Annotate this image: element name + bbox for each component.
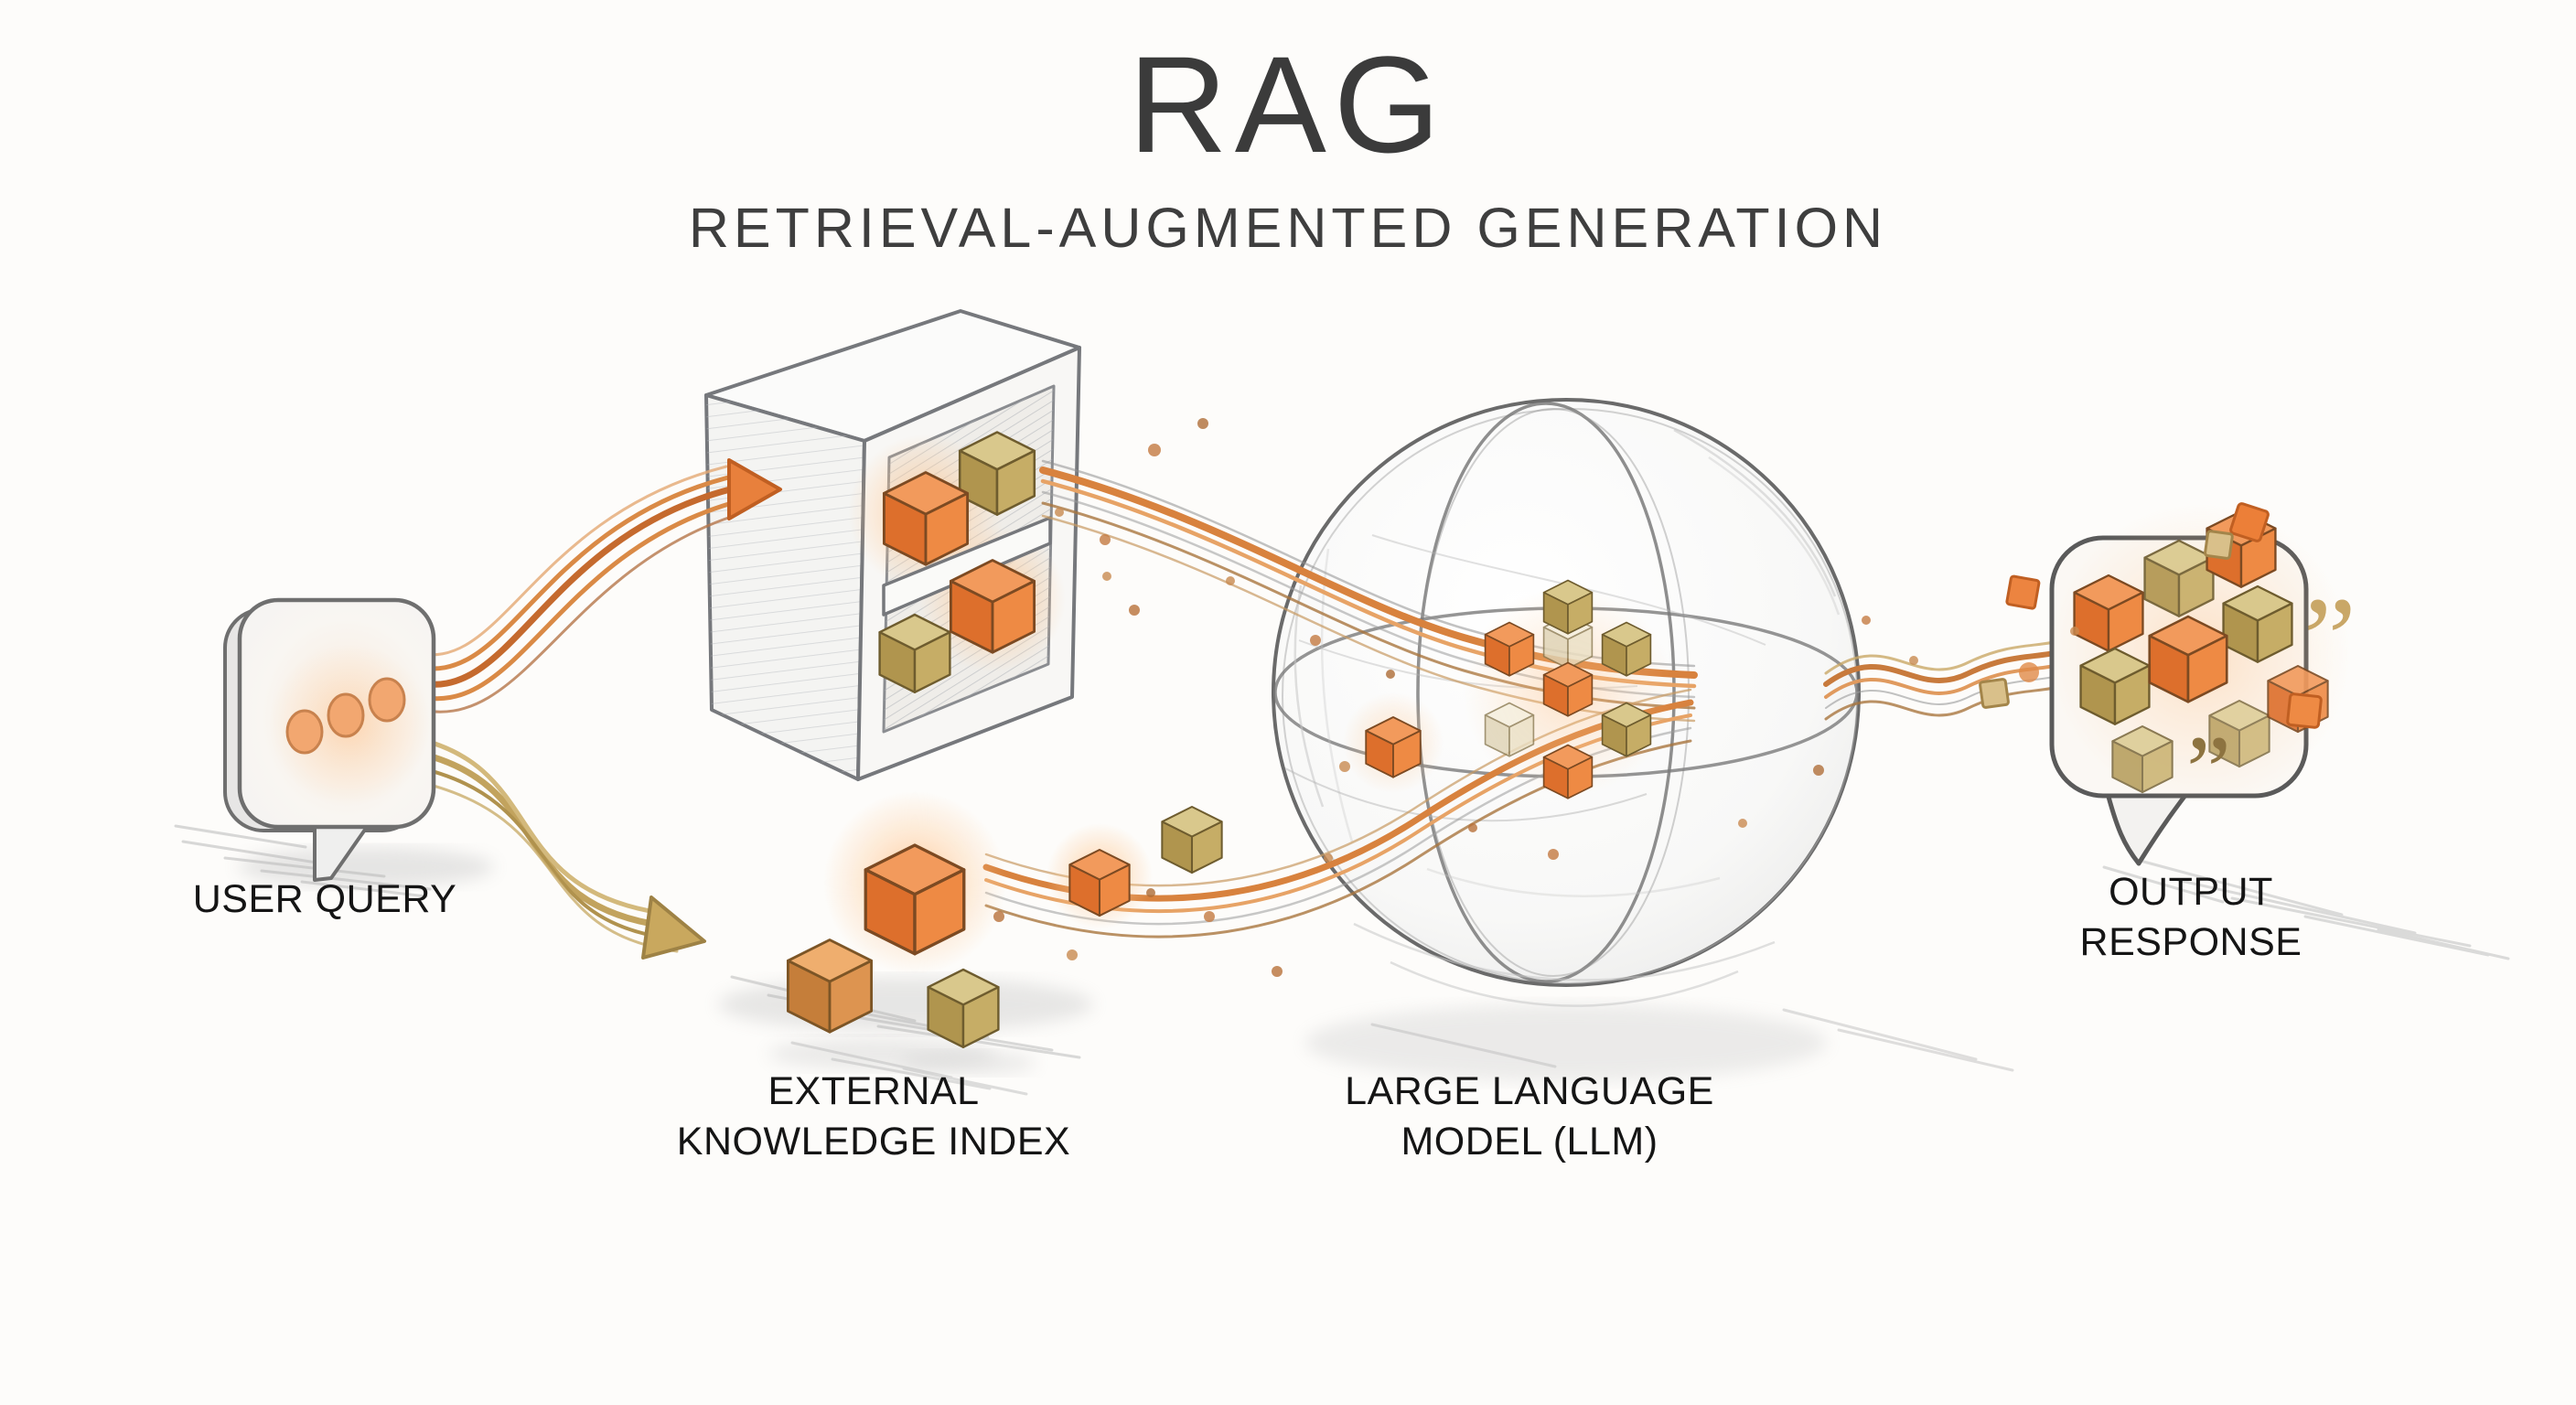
output-response-label-line1: OUTPUT xyxy=(2109,870,2273,914)
quote-mark-icon: ” xyxy=(2186,715,2231,827)
typing-dots xyxy=(285,677,406,755)
retrieved-chunk-cubes xyxy=(786,791,1223,1049)
tan-arrowhead xyxy=(641,896,706,960)
page-title: RAG xyxy=(1128,27,1448,181)
output-response-label-line2: RESPONSE xyxy=(2079,920,2302,964)
output-response-label: OUTPUT RESPONSE xyxy=(2008,867,2374,968)
floating-token-squares xyxy=(1979,502,2323,729)
orange-arrowhead xyxy=(727,458,782,520)
knowledge-index-label: EXTERNAL KNOWLEDGE INDEX xyxy=(599,1067,1148,1167)
flow-llm-to-output xyxy=(1823,638,2065,721)
knowledge-index-label-line2: KNOWLEDGE INDEX xyxy=(676,1120,1071,1164)
quote-mark-icon: ” xyxy=(2303,574,2356,705)
llm-label-line2: MODEL (LLM) xyxy=(1401,1120,1658,1164)
output-bubble-icon: ” ” xyxy=(1979,502,2356,866)
llm-cube-cluster xyxy=(1343,579,1673,799)
flow-query-to-index xyxy=(410,465,735,713)
flow-query-to-chunks xyxy=(409,735,679,953)
page-subtitle: RETRIEVAL-AUGMENTED GENERATION xyxy=(688,197,1888,259)
llm-label: LARGE LANGUAGE MODEL (LLM) xyxy=(1255,1067,1804,1167)
knowledge-index-label-line1: EXTERNAL xyxy=(767,1069,980,1113)
user-query-label-text: USER QUERY xyxy=(192,877,457,921)
flow-dots xyxy=(993,418,2079,977)
user-query-bubble-icon xyxy=(223,597,436,882)
user-query-label: USER QUERY xyxy=(142,874,508,925)
llm-label-line1: LARGE LANGUAGE xyxy=(1345,1069,1714,1113)
sphere-pencil-shading xyxy=(1293,428,1841,1007)
